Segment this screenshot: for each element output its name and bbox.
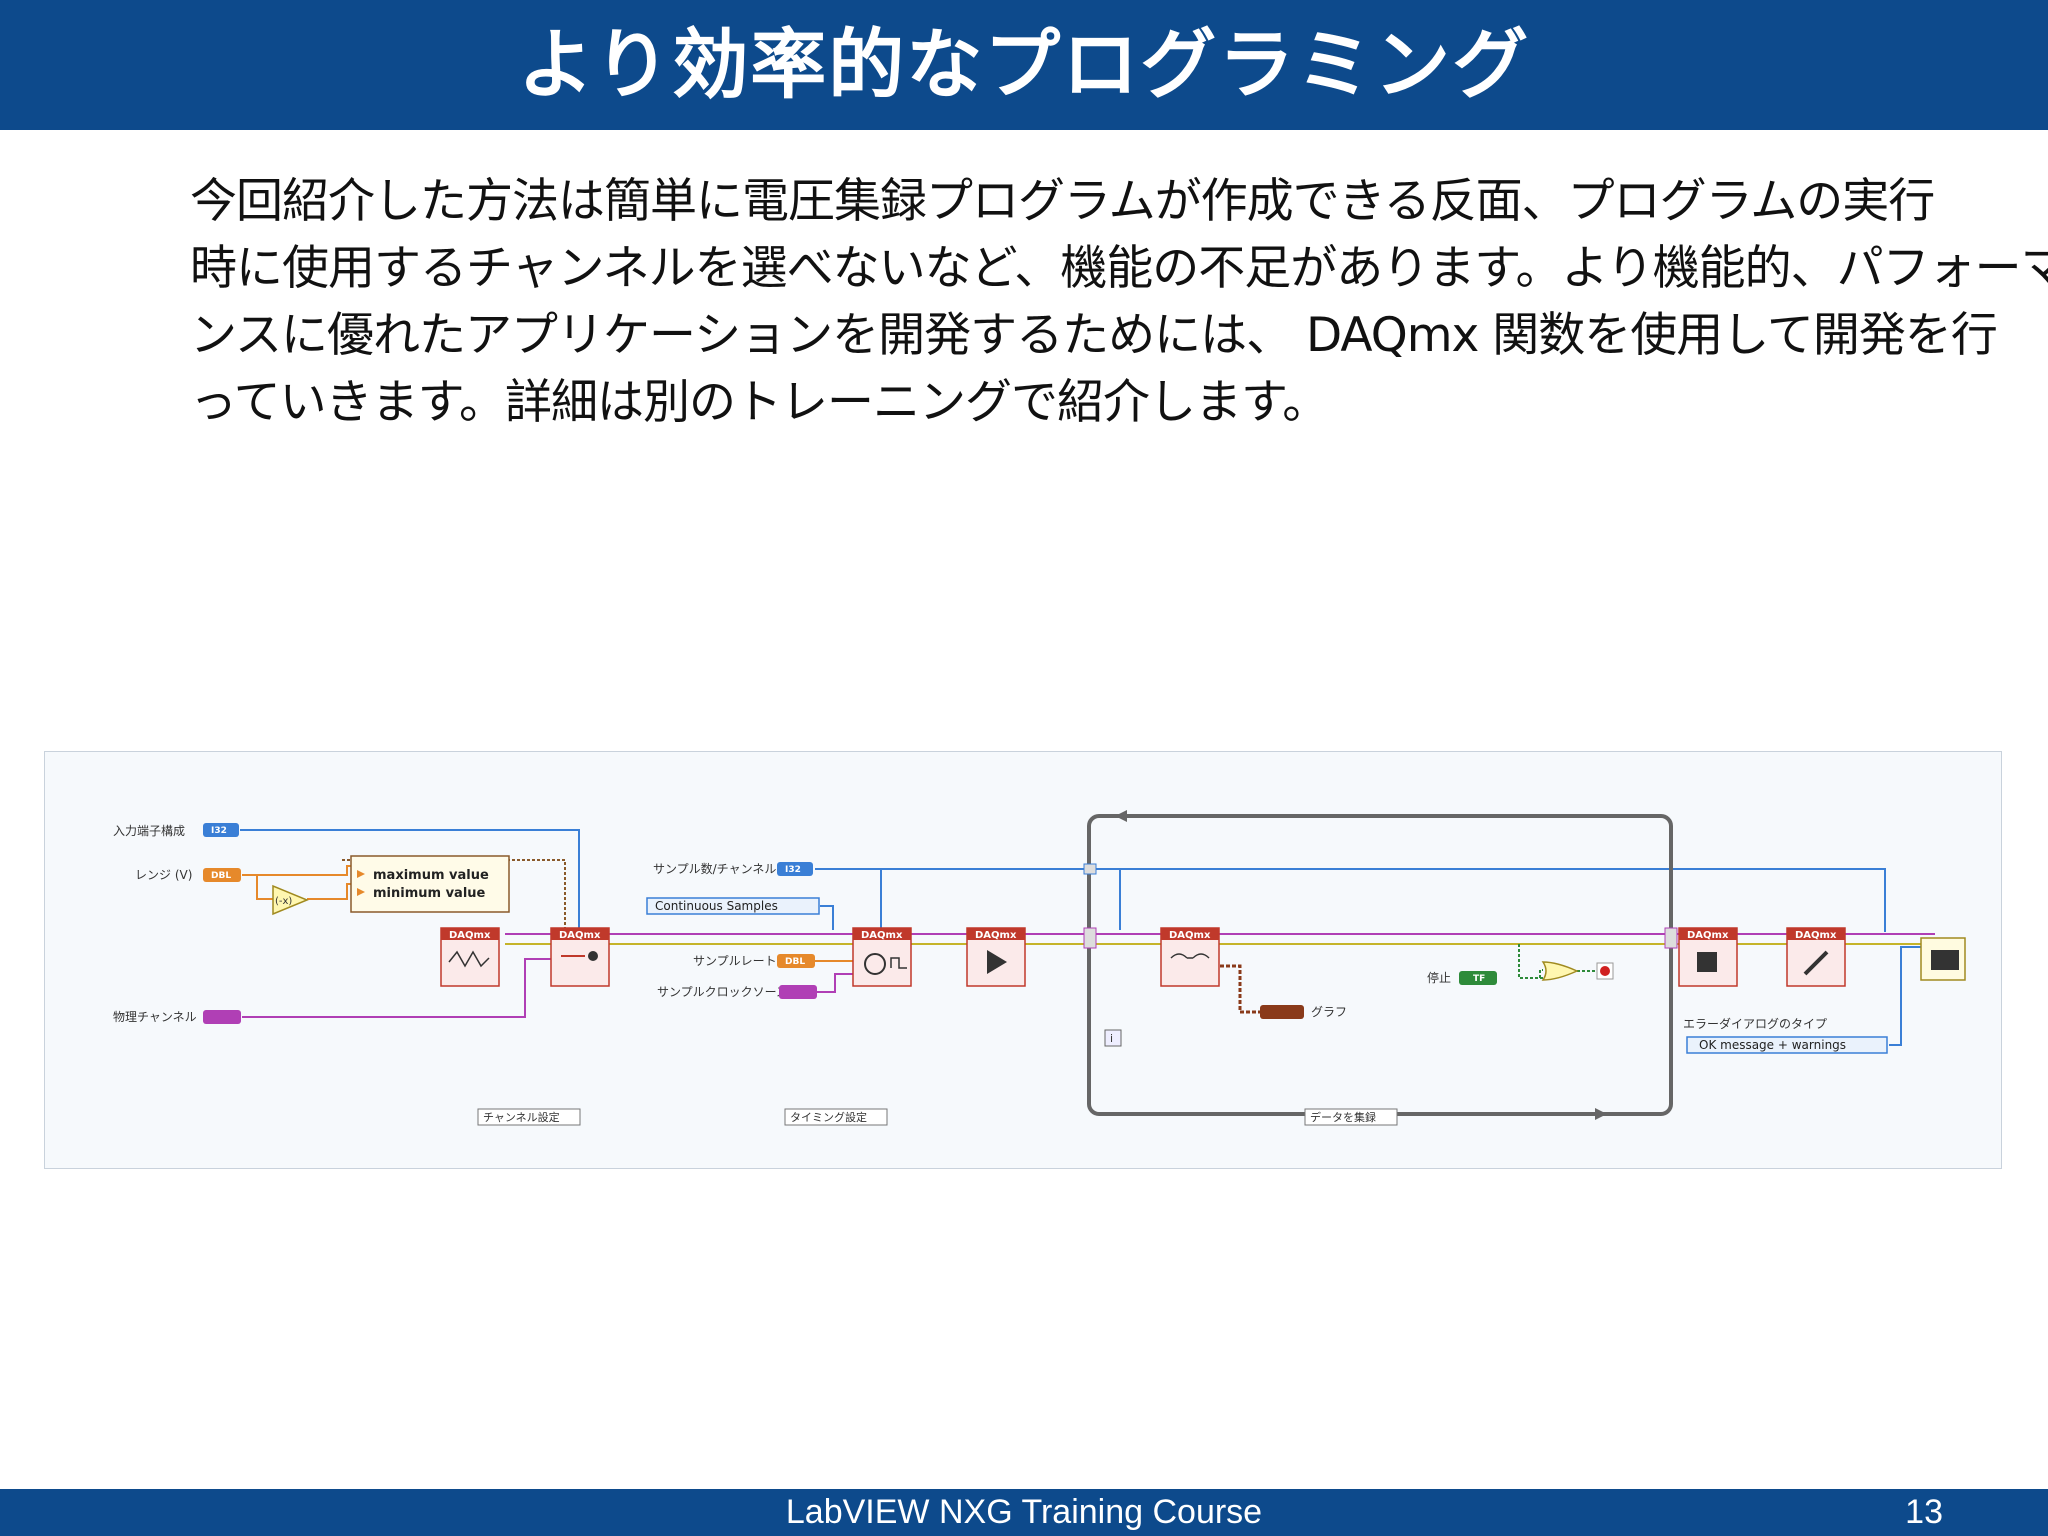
range-max-wire: [242, 865, 365, 876]
daqmx-clear-node[interactable]: DAQmx: [1786, 927, 1846, 987]
dialog-type-wire: [1889, 946, 1925, 1046]
daqmx-create-channel-node[interactable]: DAQmx: [440, 927, 500, 987]
loop-tunnel: [1083, 863, 1097, 875]
page-number: 13: [1905, 1493, 1943, 1531]
node-label: DAQmx: [1795, 930, 1837, 941]
daqmx-stop-node[interactable]: DAQmx: [1678, 927, 1738, 987]
label-error-dialog-type: エラーダイアログのタイプ: [1683, 1016, 1827, 1031]
block-diagram-svg: 入力端子構成 I32 レンジ (V) DBL (-x) maximum valu…: [113, 810, 1966, 1126]
range-cluster[interactable]: [350, 855, 510, 913]
read-samples-wire: [1090, 868, 1121, 930]
range-negate-wire: [256, 875, 273, 900]
body-line: っていきます。詳細は別のトレーニングで紹介します。: [190, 375, 1329, 430]
dbl-terminal[interactable]: [203, 868, 241, 882]
tag-dbl: DBL: [211, 871, 231, 881]
comment-box: [477, 1108, 581, 1126]
loop-tunnel: [1664, 927, 1678, 949]
dbl-terminal[interactable]: [777, 954, 815, 968]
section-label-channel: チャンネル設定: [483, 1110, 560, 1124]
loop-tunnel: [1083, 927, 1097, 949]
continuous-samples-label: Continuous Samples: [655, 899, 778, 913]
error-dialog-value: OK message + warnings: [1699, 1038, 1846, 1052]
label-sample-clock-source: サンプルクロックソース: [657, 985, 788, 999]
physical-channel-wire: [242, 958, 561, 1018]
stopwatch-icon: [864, 953, 886, 975]
eraser-icon: [1803, 950, 1829, 976]
comment-box: [1304, 1108, 1398, 1126]
label-sample-rate: サンプルレート: [693, 954, 777, 968]
daqmx-create-task-node[interactable]: DAQmx: [550, 927, 610, 987]
daqmx-read-node[interactable]: DAQmx: [1160, 927, 1220, 987]
negate-label: (-x): [275, 896, 292, 907]
footer-bar: [0, 1489, 2048, 1536]
graph-indicator[interactable]: [1260, 1005, 1304, 1019]
daqmx-start-node[interactable]: DAQmx: [966, 927, 1026, 987]
clock-pulse-icon: [890, 957, 907, 969]
error-dialog-enum[interactable]: [1686, 1036, 1888, 1054]
node-label: DAQmx: [975, 930, 1017, 941]
label-physical-channel: 物理チャンネル: [113, 1010, 197, 1024]
channel-terminal[interactable]: [203, 1010, 241, 1024]
stop-square-icon: [1697, 952, 1717, 972]
comment-box: [784, 1108, 888, 1126]
node-label: DAQmx: [1687, 930, 1729, 941]
slide-title: より効率的なプログラミング: [517, 20, 1531, 109]
node-label: DAQmx: [1169, 930, 1211, 941]
loop-arrow-icon: [1115, 810, 1127, 822]
tag-i32: I32: [785, 865, 801, 875]
body-line: 今回紹介した方法は簡単に電圧集録プログラムが作成できる反面、プログラムの実行: [190, 174, 1935, 229]
stop-wire: [1520, 969, 1543, 979]
negate-node[interactable]: [272, 884, 309, 916]
title-bar: [0, 0, 2048, 130]
section-label-acquire: データを集録: [1310, 1110, 1376, 1124]
or-node[interactable]: [1541, 961, 1579, 981]
stop-condition-icon: [1600, 966, 1610, 976]
dialog-icon: [1931, 950, 1959, 970]
samples-wire: [815, 868, 1886, 932]
cluster-arrow-icon: [357, 888, 365, 896]
input-terminal-wire: [240, 829, 580, 930]
label-stop: 停止: [1427, 970, 1451, 985]
label-input-terminal: 入力端子構成: [113, 824, 185, 838]
body-text: 今回紹介した方法は簡単に電圧集録プログラムが作成できる反面、プログラムの実行 時…: [190, 168, 2048, 436]
footer-title: LabVIEW NXG Training Course: [785, 1493, 1263, 1531]
node-label: DAQmx: [559, 930, 601, 941]
labview-block-diagram: 入力端子構成 I32 レンジ (V) DBL (-x) maximum valu…: [44, 751, 2002, 1169]
continuous-samples-enum[interactable]: [646, 897, 820, 915]
loop-arrow-icon: [1595, 1108, 1607, 1120]
task-icon: [588, 951, 598, 961]
error-status-wire: [1518, 944, 1543, 979]
graph-wire: [1220, 964, 1260, 1014]
label-range: レンジ (V): [135, 868, 192, 882]
body-line: ンスに優れたアプリケーションを開発するためには、 DAQmx 関数を使用して開発…: [190, 308, 1998, 363]
cluster-max: maximum value: [373, 868, 489, 883]
node-label: DAQmx: [449, 930, 491, 941]
body-line: 時に使用するチャンネルを選べないなど、機能の不足があります。より機能的、パフォー…: [190, 241, 2048, 296]
clock-source-wire: [817, 973, 855, 993]
loop-index-label: i: [1110, 1032, 1113, 1045]
tag-tf: TF: [1473, 974, 1485, 984]
loop-index-terminal: [1104, 1029, 1122, 1047]
node-label: DAQmx: [861, 930, 903, 941]
stop-terminal[interactable]: [1459, 971, 1497, 985]
play-icon: [987, 950, 1007, 974]
clock-source-terminal[interactable]: [779, 985, 817, 999]
cluster-arrow-icon: [357, 870, 365, 878]
tag-dbl: DBL: [785, 957, 805, 967]
label-graph: グラフ: [1311, 1005, 1347, 1019]
glasses-icon: [1170, 953, 1210, 959]
int-terminal[interactable]: [203, 823, 239, 837]
cluster-wire: [342, 859, 566, 930]
int-terminal[interactable]: [777, 862, 813, 876]
section-label-timing: タイミング設定: [790, 1110, 867, 1124]
error-handler-node[interactable]: [1920, 937, 1966, 981]
cluster-min: minimum value: [373, 886, 486, 901]
tag-i32: I32: [211, 826, 227, 836]
label-samples-per-channel: サンプル数/チャンネル: [653, 861, 776, 876]
waveform-icon: [448, 950, 490, 968]
daqmx-timing-node[interactable]: DAQmx: [852, 927, 912, 987]
continuous-wire: [820, 905, 834, 930]
